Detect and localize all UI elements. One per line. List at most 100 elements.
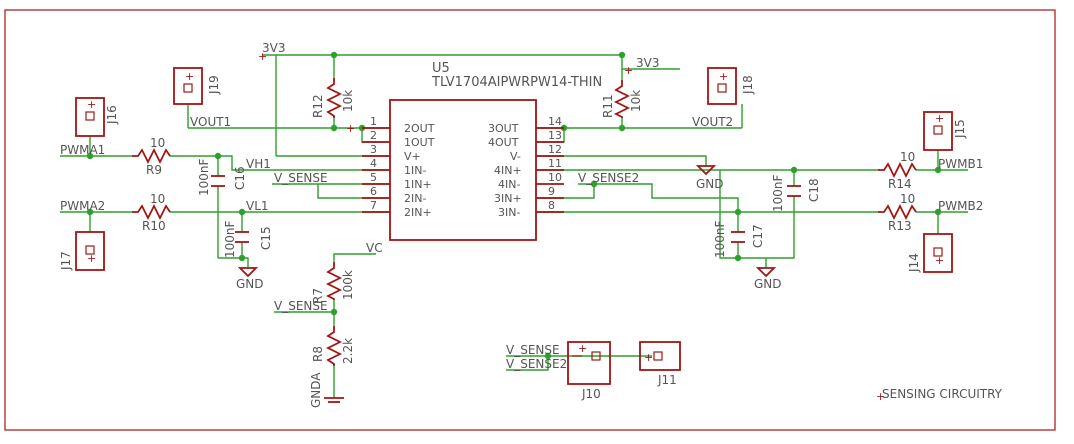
pin-number: 10 [548,171,562,184]
connector-j18[interactable]: + J18 [707,67,755,105]
connector-j17[interactable]: + J17 [59,231,105,271]
sheet-title: SENSING CIRCUITRY [882,387,1003,401]
connector-body [707,67,737,105]
resistor-r13[interactable]: 10 R13 [878,192,917,233]
resistor-zigzag [325,326,343,366]
resistor-value: 10k [629,90,643,112]
junction [734,254,742,262]
connector-ref: J19 [207,75,221,95]
ground-icon [755,267,777,278]
resistor-r12[interactable]: R12 10k [311,78,355,118]
capacitor-ref: C16 [233,166,247,190]
sheet-frame [4,9,1056,431]
wire-c17-loop [719,170,738,259]
pin-number: 6 [370,185,377,198]
capacitor-c17[interactable]: 100nF C17 [713,220,765,258]
connector-ref: J15 [953,119,967,139]
resistor-r10[interactable]: 10 R10 [132,192,171,233]
wire-gnd-right-bus [738,212,795,259]
resistor-ref: R13 [888,219,912,233]
connector-ref: J17 [59,251,73,271]
resistor-r14[interactable]: 10 R14 [878,150,917,191]
capacitor-ref: C17 [751,224,765,248]
junction [618,51,626,59]
capacitor-c15[interactable]: 100nF C15 [223,220,273,258]
net-label-vsense2-j10: V_SENSE2 [506,357,567,371]
net-label: GND [236,277,264,291]
connector-j11[interactable]: + J11 [639,341,681,387]
net-label-vsense-div: V_SENSE [274,299,328,313]
capacitor-value: 100nF [771,174,785,212]
plus-icon: + [935,112,944,125]
junction [330,308,338,316]
net-label-pwma1: PWMA1 [60,143,105,157]
connector-j19[interactable]: + J19 [173,67,221,105]
junction [934,208,942,216]
wire-gnd-left [218,257,249,268]
connector-j10[interactable]: + J10 [567,341,611,401]
junction [544,352,552,360]
capacitor-c16[interactable]: 100nF C16 [197,158,247,196]
pin-name: 4OUT [488,136,519,149]
net-label-vh1: VH1 [246,157,271,171]
resistor-ref: R11 [601,94,615,118]
net-label-pwma2: PWMA2 [60,199,105,213]
connector-body [173,67,203,105]
gnda-symbol: GNDA [309,372,344,408]
wire-pin6 [317,184,390,199]
plus-icon: + [185,70,194,83]
connector-pad [933,125,943,135]
resistor-value: 10 [150,136,165,150]
junction [734,208,742,216]
connector-body [567,341,611,385]
ground-icon [695,165,717,176]
resistor-r9[interactable]: 10 R9 [132,136,171,177]
resistor-value: 10k [341,90,355,112]
ic-ref-label: U5 [432,61,450,76]
junction [618,124,626,132]
resistor-r11[interactable]: R11 10k [601,80,643,118]
pin-number: 1 [370,115,377,128]
resistor-value: 10 [150,192,165,206]
ic-u5[interactable]: U5 TLV1704AIPWRPW14-THIN 1 2OUT 2 1OUT 3… [362,61,602,241]
pin-number: 11 [548,157,562,170]
capacitor-c18[interactable]: 100nF C18 [771,174,821,212]
connector-ref: J16 [105,105,119,125]
wire-3v3-rail [262,54,680,70]
pin-number: 2 [370,129,377,142]
capacitor-ref: C15 [259,226,273,250]
connector-j14[interactable]: + J14 [907,233,953,273]
connector-ref: J14 [907,253,921,273]
connector-j16[interactable]: + J16 [75,97,119,137]
connector-pad [85,245,95,255]
junction [934,166,942,174]
resistor-r8[interactable]: R8 2.2k [311,326,355,366]
pin-number: 14 [548,115,562,128]
connector-j15[interactable]: + J15 [923,111,967,151]
connector-pad [717,83,727,93]
junction [590,180,598,188]
resistor-r7[interactable]: R7 100k [311,262,355,304]
connector-pad [85,111,95,121]
junction [330,124,338,132]
wire-vsense2-j10 [506,356,549,371]
plus-icon: + [876,390,885,403]
plus-icon: + [578,342,587,355]
connector-body [923,111,953,151]
connector-ref: J11 [657,373,677,387]
resistor-zigzag [325,262,343,300]
pin-name: 4IN+ [494,164,522,177]
resistor-ref: R7 [311,288,325,304]
supply-plus-icon: + [624,64,633,77]
capacitor-value: 100nF [197,158,211,196]
pin-number: 8 [548,199,555,212]
junction [238,254,246,262]
gnd-symbol-mid: GND [695,165,724,191]
capacitor-value: 100nF [713,220,727,258]
plus-icon: + [935,254,944,267]
resistor-zigzag [325,78,343,118]
plus-icon: + [644,351,653,364]
junction [214,152,222,160]
pin-number: 4 [370,157,377,170]
